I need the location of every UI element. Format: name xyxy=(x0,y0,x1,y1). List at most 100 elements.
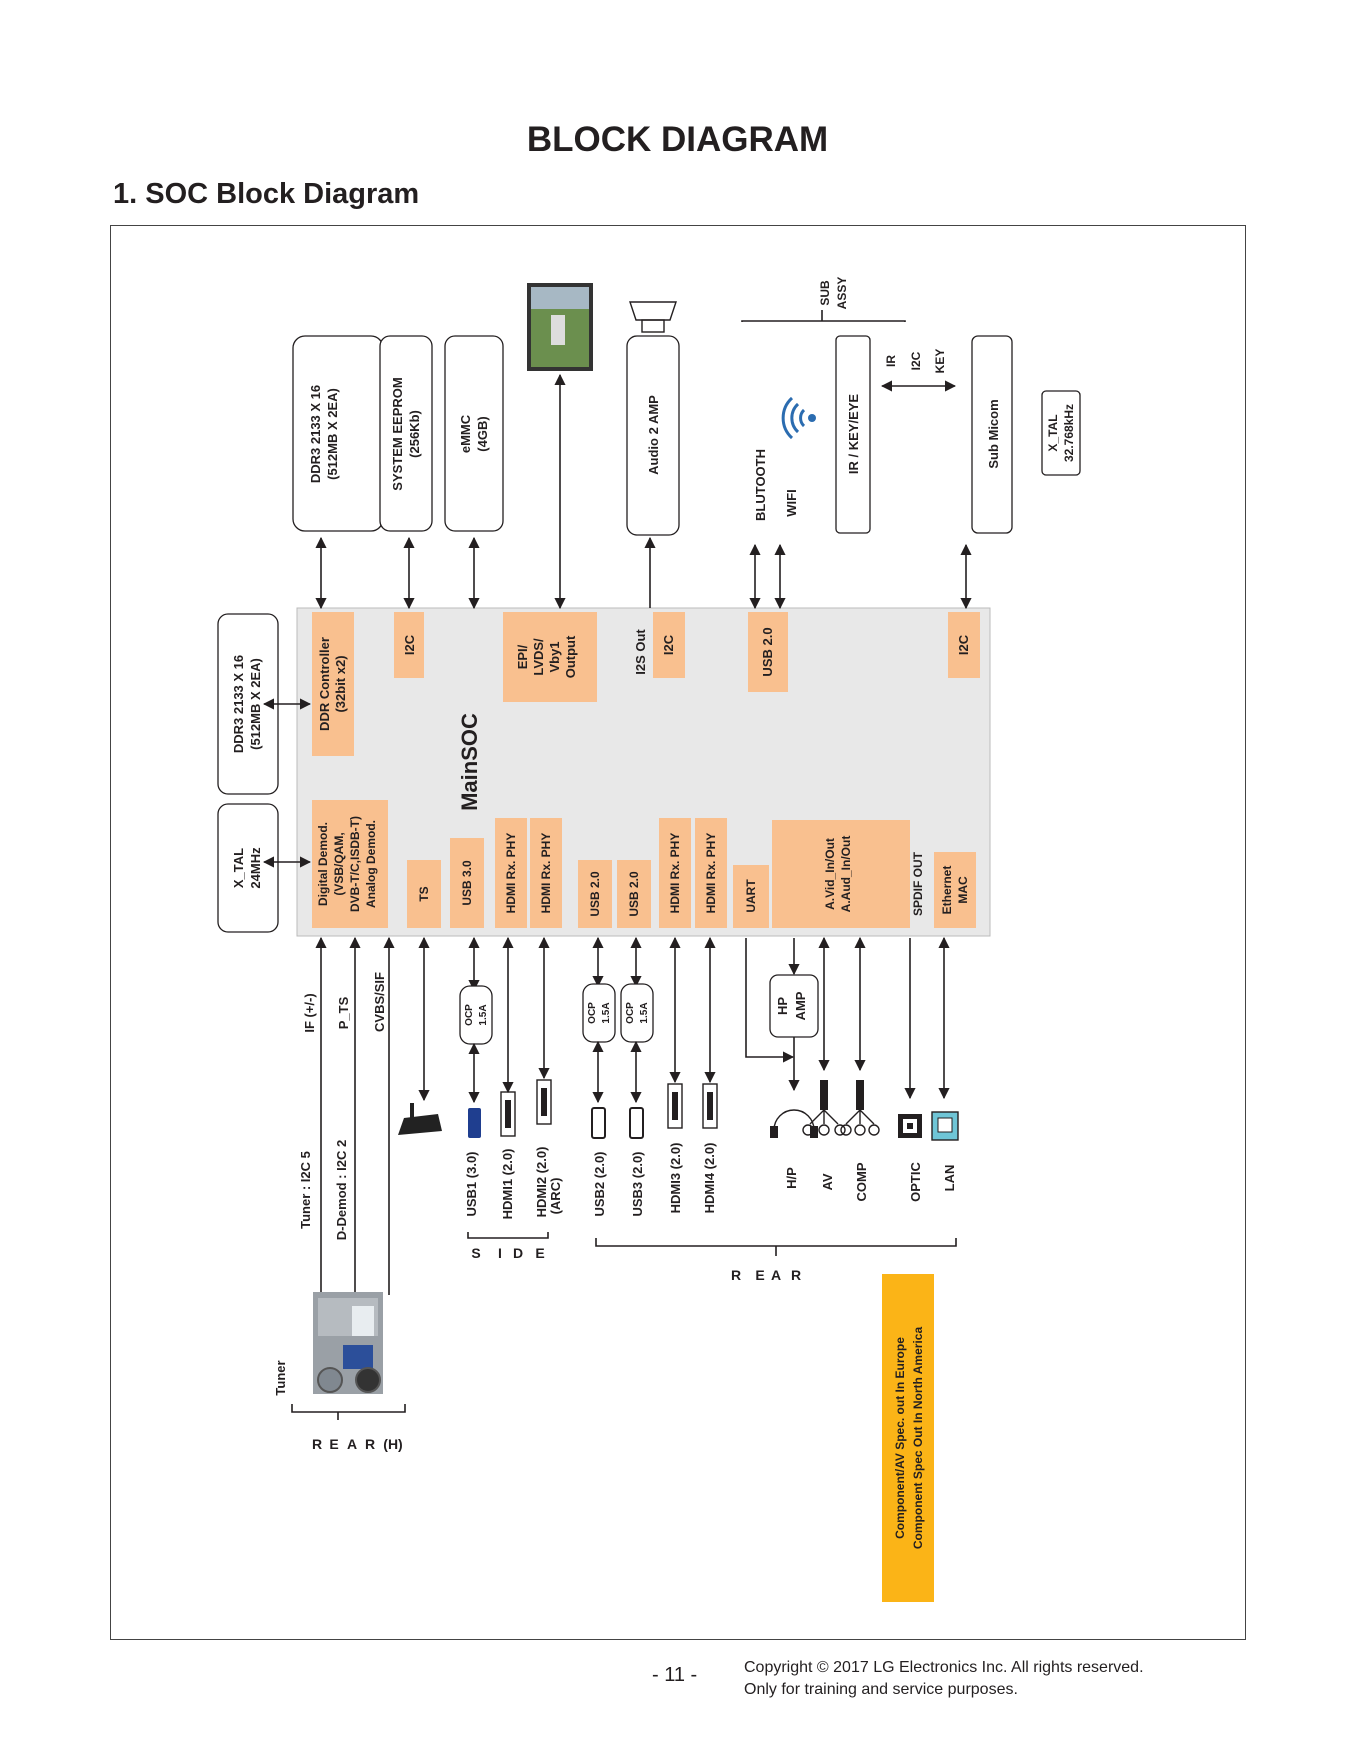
hdmi2-port-icon xyxy=(536,1079,552,1125)
tuner-label: Tuner xyxy=(273,1360,288,1395)
svg-text:IR: IR xyxy=(884,355,898,367)
svg-text:Audio 2 AMP: Audio 2 AMP xyxy=(646,395,661,475)
spdif-out-label: SPDIF OUT xyxy=(911,851,925,916)
svg-text:SYSTEM EEPROM: SYSTEM EEPROM xyxy=(390,377,405,490)
lan-port-icon xyxy=(931,1111,959,1141)
xtal-32k-box: X_TAL 32.768kHz xyxy=(1041,390,1081,476)
page-number: - 11 - xyxy=(652,1664,698,1686)
svg-text:USB 2.0: USB 2.0 xyxy=(627,871,641,917)
usb1-port-icon xyxy=(468,1108,481,1138)
copyright-line: Copyright © 2017 LG Electronics Inc. All… xyxy=(744,1659,1144,1676)
svg-text:E: E xyxy=(755,1267,764,1283)
hdmi-rx-phy-4: HDMI Rx. PHY xyxy=(695,818,727,928)
svg-text:Component Spec Out In North Am: Component Spec Out In North America xyxy=(911,1327,925,1550)
svg-text:I2C: I2C xyxy=(909,351,923,370)
svg-text:SUB: SUB xyxy=(818,280,832,306)
svg-text:D: D xyxy=(513,1245,523,1261)
svg-text:A: A xyxy=(347,1436,357,1452)
ir-i2c-key-signals: IR I2C KEY xyxy=(884,349,947,374)
svg-text:OCP: OCP xyxy=(625,1002,636,1024)
p-ts-label: P_TS xyxy=(336,996,351,1029)
svg-text:X_TAL: X_TAL xyxy=(231,848,246,888)
svg-text:ASSY: ASSY xyxy=(835,277,849,310)
svg-text:R: R xyxy=(312,1436,322,1452)
hdmi-rx-phy-1: HDMI Rx. PHY xyxy=(495,818,527,928)
hdmi3-port-icon xyxy=(667,1083,683,1129)
svg-text:I: I xyxy=(498,1245,502,1261)
svg-text:(4GB): (4GB) xyxy=(475,416,490,451)
svg-text:Vby1: Vby1 xyxy=(547,641,562,672)
ir-key-eye-box: IR / KEY/EYE xyxy=(835,335,871,534)
svg-text:R: R xyxy=(791,1267,801,1283)
svg-text:USB 2.0: USB 2.0 xyxy=(760,627,775,676)
svg-text:IR / KEY/EYE: IR / KEY/EYE xyxy=(846,394,861,475)
svg-text:HDMI Rx. PHY: HDMI Rx. PHY xyxy=(504,833,518,914)
svg-text:E: E xyxy=(535,1245,544,1261)
optic-label: OPTIC xyxy=(908,1162,923,1202)
svg-text:1.5A: 1.5A xyxy=(639,1002,650,1023)
ocp-box-usb2: OCP 1.5A xyxy=(582,983,616,1043)
emmc-box: eMMC (4GB) xyxy=(444,335,504,532)
svg-text:32.768kHz: 32.768kHz xyxy=(1062,404,1076,462)
ddr3-top-box: DDR3 2133 X 16 (512MB X 2EA) xyxy=(292,335,384,532)
ts-block: TS xyxy=(407,860,441,928)
usb3-label: USB3 (2.0) xyxy=(630,1151,645,1216)
component-spec-note: Component/AV Spec. out In Europe Compone… xyxy=(882,1274,934,1602)
usb3-port-icon xyxy=(629,1107,644,1139)
svg-text:Analog Demod.: Analog Demod. xyxy=(364,820,378,908)
hdmi-rx-phy-3: HDMI Rx. PHY xyxy=(659,818,691,928)
svg-text:I2C: I2C xyxy=(661,634,676,655)
usb20-block-1: USB 2.0 xyxy=(578,860,612,928)
svg-text:USB 3.0: USB 3.0 xyxy=(460,860,474,906)
svg-text:(256Kb): (256Kb) xyxy=(407,410,422,458)
i2c-block-micom: I2C xyxy=(948,612,980,678)
svg-text:Ethernet: Ethernet xyxy=(940,866,954,915)
hdmi2-arc-label: (ARC) xyxy=(548,1178,563,1215)
svg-text:HDMI Rx. PHY: HDMI Rx. PHY xyxy=(539,833,553,914)
panel-display-icon xyxy=(527,283,593,371)
svg-text:R: R xyxy=(731,1267,741,1283)
svg-text:DDR3 2133 X 16: DDR3 2133 X 16 xyxy=(231,655,246,753)
sub-micom-box: Sub Micom xyxy=(971,335,1013,534)
svg-text:USB 2.0: USB 2.0 xyxy=(588,871,602,917)
ocp-box-usb1: OCP 1.5A xyxy=(459,985,493,1045)
tuner-module-icon xyxy=(313,1292,383,1394)
hp-amp-box: HP AMP xyxy=(769,974,819,1038)
usb20-block-wireless: USB 2.0 xyxy=(748,612,788,692)
svg-text:A: A xyxy=(771,1267,781,1283)
ddr3-left-box: DDR3 2133 X 16 (512MB X 2EA) xyxy=(217,613,279,795)
demod-i2c-label: D-Demod : I2C 2 xyxy=(334,1140,349,1240)
i2c-block-eeprom: I2C xyxy=(394,612,424,678)
xtal-24m-box: X_TAL 24MHz xyxy=(217,803,279,933)
usb1-label: USB1 (3.0) xyxy=(464,1151,479,1216)
av-plug-icon xyxy=(802,1080,846,1136)
svg-text:Output: Output xyxy=(563,635,578,678)
svg-text:UART: UART xyxy=(744,879,758,913)
svg-text:I2C: I2C xyxy=(956,634,971,655)
usb2-port-icon xyxy=(591,1107,606,1139)
svg-text:A.Vid_In/Out: A.Vid_In/Out xyxy=(823,838,837,910)
svg-text:OCP: OCP xyxy=(587,1002,598,1024)
section-title: 1. SOC Block Diagram xyxy=(113,178,420,210)
hdmi2-label: HDMI2 (2.0) xyxy=(534,1147,549,1218)
ocp-box-usb3: OCP 1.5A xyxy=(620,983,654,1043)
ethernet-mac-block: Ethernet MAC xyxy=(934,852,976,928)
comp-label: COMP xyxy=(854,1162,869,1201)
svg-text:A.Aud_In/Out: A.Aud_In/Out xyxy=(839,836,853,913)
svg-text:AMP: AMP xyxy=(793,991,808,1020)
component-plug-icon xyxy=(840,1080,880,1136)
wifi-label: WIFI xyxy=(784,489,799,516)
page-title: BLOCK DIAGRAM xyxy=(526,120,829,159)
hp-label: H/P xyxy=(784,1167,799,1189)
svg-text:24MHz: 24MHz xyxy=(248,847,263,889)
hdmi4-port-icon xyxy=(702,1083,718,1129)
system-eeprom-box: SYSTEM EEPROM (256Kb) xyxy=(379,335,433,532)
svg-text:1.5A: 1.5A xyxy=(601,1002,612,1023)
svg-text:OCP: OCP xyxy=(464,1004,475,1026)
cvbs-sif-label: CVBS/SIF xyxy=(372,972,387,1032)
i2c-block-audio: I2C xyxy=(653,612,685,678)
sub-assy-bracket: SUB ASSY xyxy=(741,277,906,322)
svg-text:TS: TS xyxy=(417,886,431,901)
optical-port-icon xyxy=(898,1114,922,1138)
